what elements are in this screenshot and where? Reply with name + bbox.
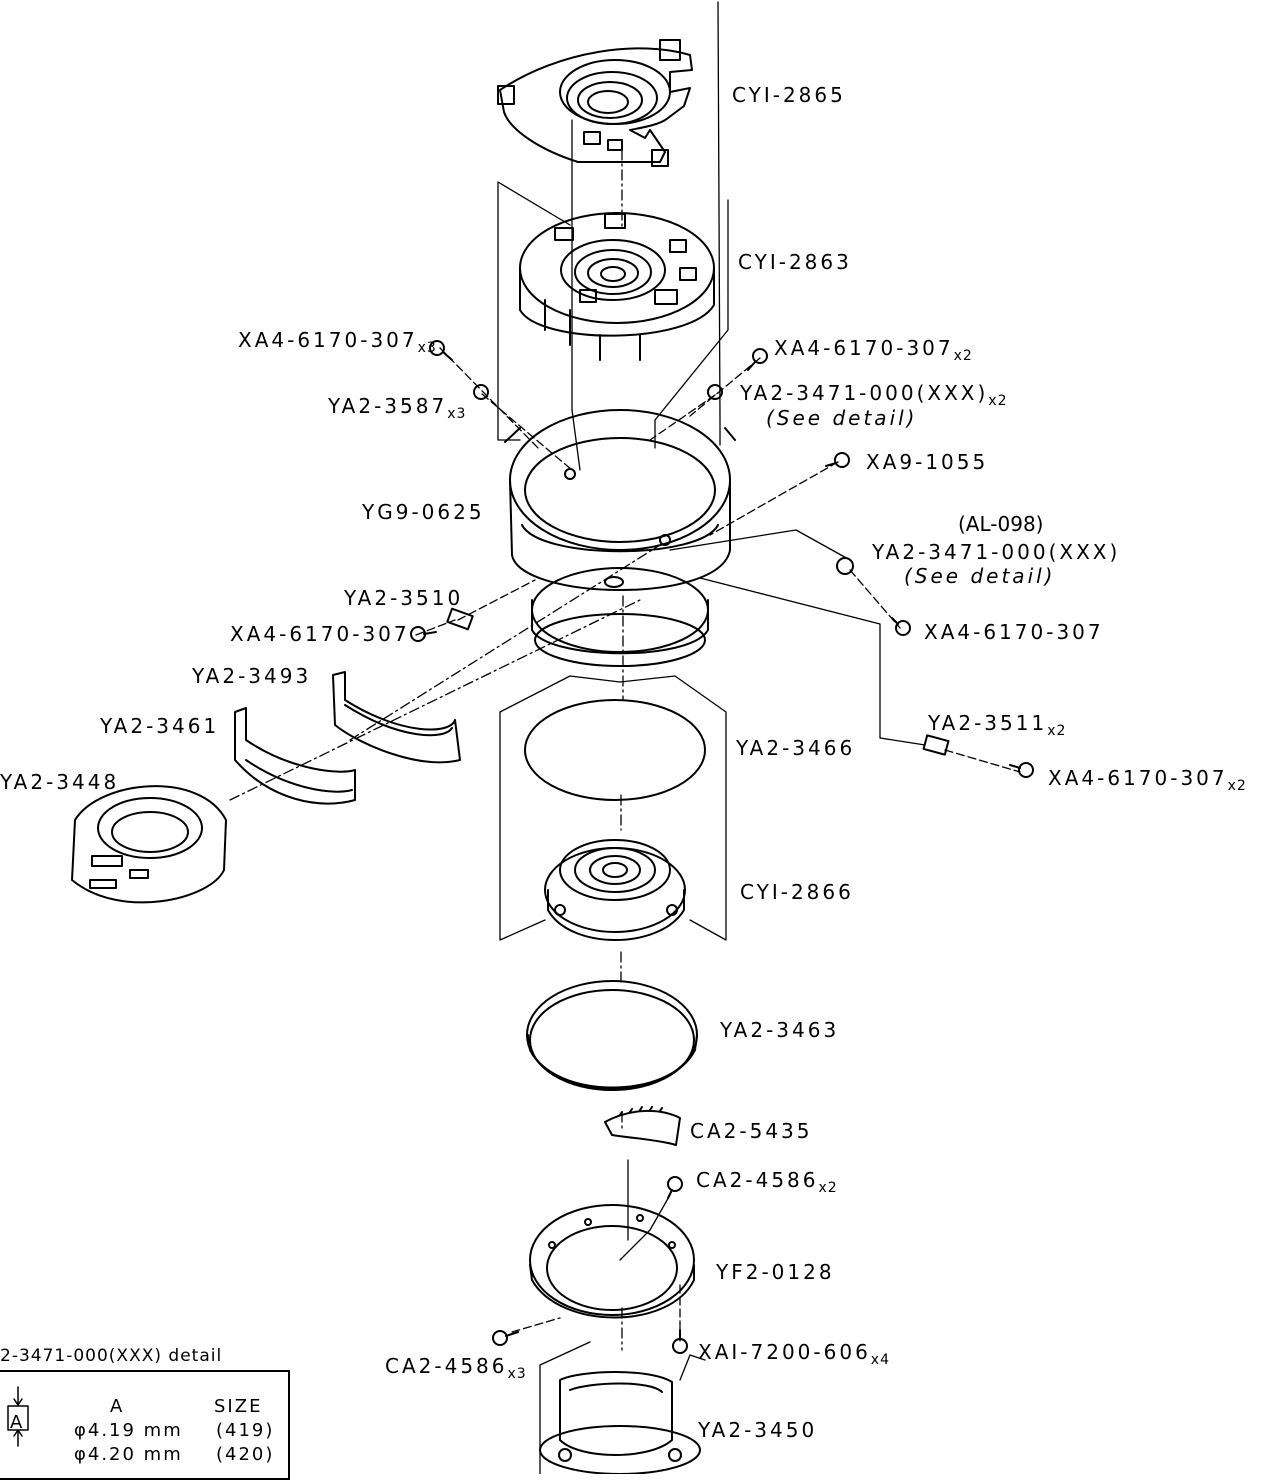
- label-ya2-3587: YA2-3587x3: [328, 394, 467, 422]
- part-ya2-3450-shape: [539, 1371, 701, 1474]
- part-yf2-0128-shape: [529, 1204, 695, 1319]
- label-xa1-7200: XAI-7200-606x4: [698, 1340, 890, 1368]
- label-xa9-1055: XA9-1055: [866, 450, 989, 474]
- label-xa4-far-right: XA4-6170-307x2: [1048, 766, 1247, 794]
- label-ya2-3510: YA2-3510: [344, 586, 464, 610]
- part-ca2-5435-shape: [604, 1106, 681, 1146]
- detail-col-a: A: [110, 1396, 125, 1417]
- label-ya2-3450: YA2-3450: [698, 1418, 818, 1442]
- part-ya2-3448-shape: [71, 785, 227, 904]
- label-ya2-3466: YA2-3466: [736, 736, 856, 760]
- label-yf2-0128: YF2-0128: [716, 1260, 835, 1284]
- part-ya2-3463-shape: [526, 980, 698, 1091]
- label-xa4-mid-right: XA4-6170-307: [924, 620, 1104, 644]
- detail-row-a: φ4.20 mm: [74, 1444, 183, 1465]
- label-see-detail-1: (See detail): [766, 406, 918, 430]
- label-ya2-3461: YA2-3461: [100, 714, 220, 738]
- part-ya2-3466-shape: [524, 699, 706, 801]
- label-cy1-2865: CYI-2865: [732, 83, 846, 107]
- label-al-098: (AL-098): [958, 512, 1044, 536]
- label-ya2-3471-top: YA2-3471-000(XXX)x2: [740, 381, 1008, 409]
- label-xa4-right: XA4-6170-307x2: [774, 336, 973, 364]
- label-see-detail-2: (See detail): [904, 564, 1056, 588]
- label-ca2-4586-bottom: CA2-4586x3: [385, 1354, 527, 1382]
- label-ca2-4586-top: CA2-4586x2: [696, 1168, 838, 1196]
- part-cy1-2866-shape: [544, 839, 686, 941]
- part-ya2-3461-shape: [234, 707, 356, 805]
- label-yg9-0625: YG9-0625: [362, 500, 485, 524]
- label-ya2-3493: YA2-3493: [192, 664, 312, 688]
- label-ya2-3511: YA2-3511x2: [928, 711, 1067, 739]
- detail-marker-label: A: [10, 1412, 25, 1433]
- label-cy1-2866: CYI-2866: [740, 880, 854, 904]
- label-ya2-3448: YA2-3448: [0, 770, 120, 794]
- label-ca2-5435: CA2-5435: [690, 1119, 813, 1143]
- detail-col-size: SIZE: [214, 1396, 263, 1417]
- label-ya2-3463: YA2-3463: [720, 1018, 840, 1042]
- detail-title: 2-3471-000(XXX) detail: [0, 1346, 223, 1366]
- label-xa4-left: XA4-6170-307x3: [238, 328, 437, 356]
- label-ya2-3471-mid: YA2-3471-000(XXX): [872, 540, 1121, 564]
- label-cy1-2863: CYI-2863: [738, 250, 852, 274]
- part-yg9-0625-shape: [504, 409, 736, 667]
- detail-row-a: φ4.19 mm: [74, 1420, 183, 1441]
- leader-lines: [229, 1, 1021, 1474]
- part-ya2-3493-shape: [332, 671, 461, 764]
- part-cy1-2865-shape: [497, 39, 693, 167]
- part-cy1-2863-shape: [519, 212, 715, 361]
- detail-table: A A SIZE φ4.19 mm (419) φ4.20 mm (420): [0, 1370, 290, 1480]
- label-xa4-mid-left: XA4-6170-307: [230, 622, 410, 646]
- detail-row-size: (419): [216, 1420, 275, 1441]
- detail-marker-shape: [7, 1386, 29, 1447]
- screws: [410, 340, 1034, 1354]
- detail-row-size: (420): [216, 1444, 275, 1465]
